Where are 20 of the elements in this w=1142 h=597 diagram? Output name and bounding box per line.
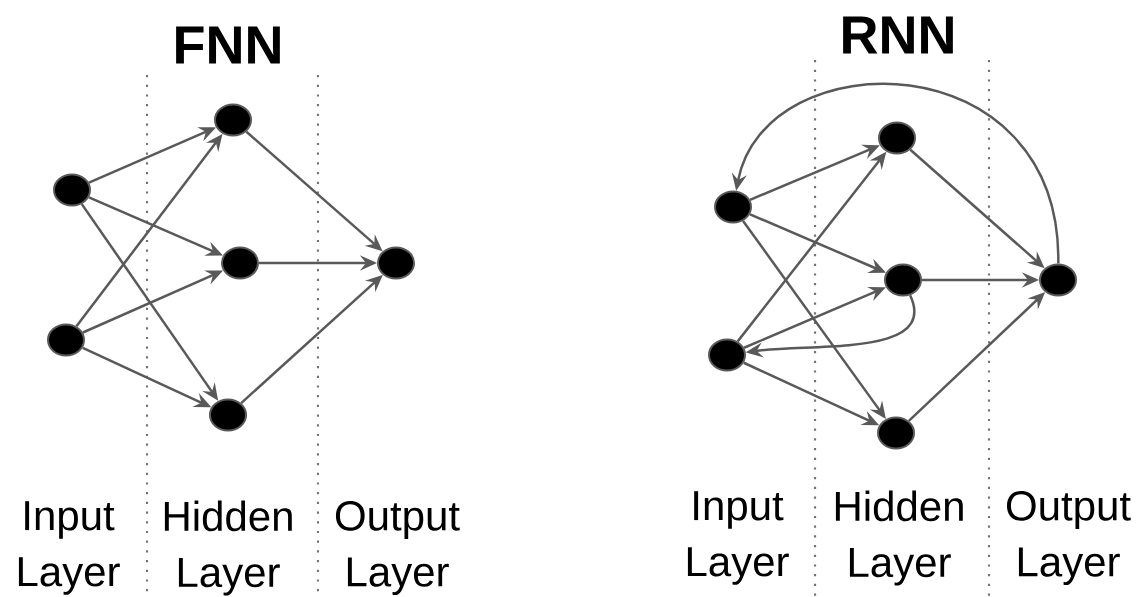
layer-label: Hidden Layer [164,500,292,596]
layer-label: Output Layer [335,501,460,596]
neuron-circle [209,398,247,432]
layer-label: Hidden Layer [835,490,963,586]
neuron-circle [714,190,752,224]
neuron-circle [884,263,922,297]
neuron-circle [1039,263,1077,297]
neuron-circle [878,121,916,155]
layer-label: Output Layer [1006,491,1131,586]
layer-label: Input Layer [687,491,789,585]
neuron-circle [877,416,915,450]
neuron-circle [53,173,91,207]
neuron-circle [214,103,252,137]
neuron-circle [708,338,746,372]
neuron-circle [221,246,259,280]
neuron-circle [47,323,85,357]
layer-label: Input Layer [18,501,120,595]
title: FNN [176,26,280,64]
title: RNN [843,16,953,54]
neuron-circle [377,246,415,280]
